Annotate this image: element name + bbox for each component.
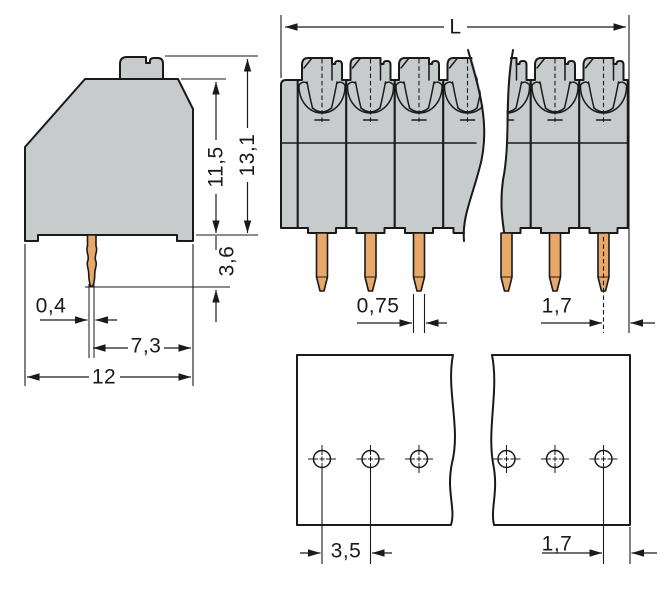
pole-unit: [393, 57, 445, 234]
dim-label-pin-to-edge: 7,3: [131, 335, 162, 358]
solder-pin: [315, 232, 329, 292]
dim-label-depth: 12: [92, 366, 116, 389]
solder-pin: [412, 232, 426, 292]
pcb-right-section: [490, 354, 631, 526]
side-extension-lines: [24, 55, 258, 386]
pole-unit: [529, 57, 581, 234]
front-view: L 0,75 1,7: [280, 15, 655, 333]
dim-label-hole-pitch: 3,5: [331, 540, 362, 563]
dimension-pin-to-edge: 7,3: [93, 335, 191, 358]
front-extension-lines: [280, 15, 630, 333]
solder-pin: [548, 232, 562, 292]
dimension-hole-pitch: 3,5: [300, 540, 392, 563]
dim-label-body-height: 11,5: [205, 146, 228, 187]
front-right-section: [500, 57, 629, 234]
dimension-hole-to-edge: 1,7: [542, 533, 657, 557]
drilling-plan: 3,5 1,7: [296, 354, 657, 564]
break-line: [462, 49, 486, 242]
break-line: [500, 49, 514, 242]
dimension-depth: 12: [27, 366, 191, 389]
dimension-pin-width: 0,4: [36, 295, 117, 324]
dim-label-front-pin-to-end: 1,7: [542, 295, 573, 318]
side-push-button: [119, 56, 164, 80]
drilling-extension-lines: [321, 468, 631, 564]
dim-label-hole-to-edge: 1,7: [542, 533, 573, 556]
pole-unit: [345, 57, 396, 234]
side-view: 11,5 13,1 3,6 0,4 7,3 12: [24, 55, 259, 389]
dimension-front-pin-to-end: 1,7: [541, 295, 655, 327]
side-pin-tip-lines: [88, 284, 95, 358]
side-solder-pin: [86, 234, 98, 287]
solder-pin: [500, 232, 513, 292]
dimension-total-height: 13,1: [236, 59, 259, 233]
dimension-front-pin-width: 0,75: [357, 295, 447, 327]
dim-label-front-pin-width: 0,75: [357, 295, 400, 318]
dim-label-pin-protrusion: 3,6: [216, 246, 239, 277]
dimension-body-height: 11,5: [205, 82, 228, 233]
pcb-left-section: [296, 354, 456, 526]
front-left-section: [280, 57, 486, 234]
dimension-pin-protrusion: 3,6: [212, 236, 239, 322]
side-body: [24, 78, 194, 242]
front-left-end-wall: [280, 79, 299, 229]
dimension-total-length: L: [285, 16, 626, 39]
dim-label-pin-width: 0,4: [36, 295, 67, 318]
solder-pin: [364, 232, 377, 292]
pole-unit: [578, 57, 629, 234]
pole-unit: [296, 57, 348, 234]
dim-label-total-height: 13,1: [236, 134, 259, 177]
dim-label-total-length: L: [449, 16, 461, 39]
